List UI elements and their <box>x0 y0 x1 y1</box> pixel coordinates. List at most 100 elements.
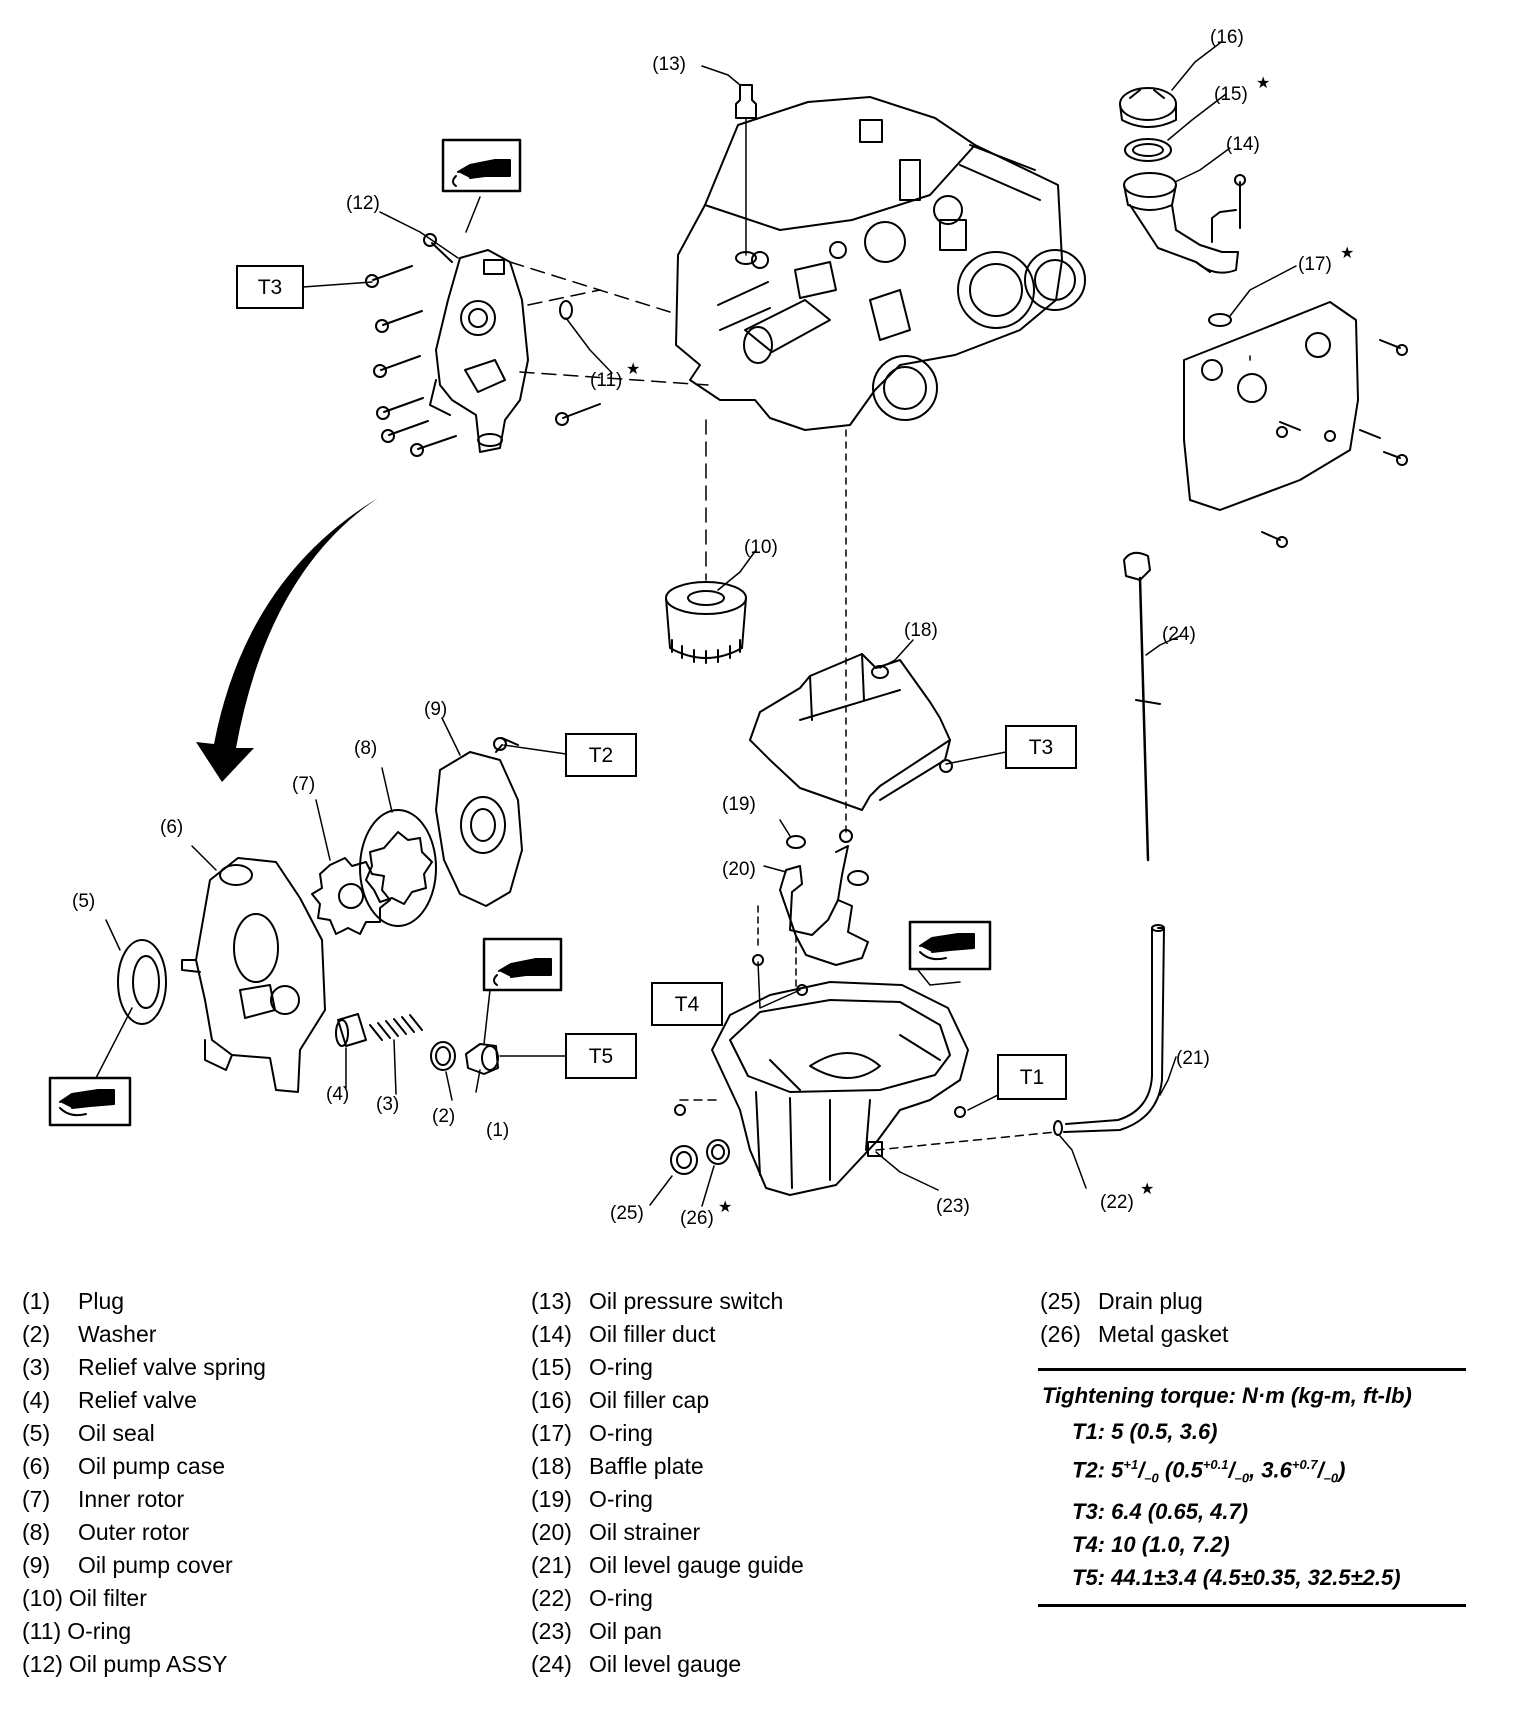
legend-item: (21) Oil level gauge guide <box>531 1549 804 1582</box>
legend-item: (6) Oil pump case <box>22 1450 266 1483</box>
oil-filter-drawing <box>665 419 747 664</box>
legend-number: (14) <box>531 1321 572 1347</box>
legend-number: (26) <box>1040 1321 1081 1347</box>
t2-mid2: , 3.6 <box>1249 1457 1292 1483</box>
legend-number: (22) <box>531 1585 572 1611</box>
torque-row-t5: T5: 44.1±3.4 (4.5±0.35, 32.5±2.5) <box>1072 1564 1401 1590</box>
legend-item: (14) Oil filler duct <box>531 1318 804 1351</box>
direction-arrow <box>196 498 378 782</box>
tightening-torque-table: Tightening torque: N·m (kg-m, ft-lb) T1:… <box>1038 1368 1466 1607</box>
callout-21: (21) <box>1176 1048 1210 1069</box>
callout-17: (17) <box>1298 254 1332 275</box>
legend-number: (2) <box>22 1321 51 1347</box>
legend-label: Oil filler cap <box>589 1387 710 1413</box>
legend-label: Relief valve spring <box>78 1354 266 1380</box>
legend-number: (1) <box>22 1288 51 1314</box>
callout-5: (5) <box>72 891 95 912</box>
o-ring-19-drawing <box>786 835 806 849</box>
callout-22: (22) <box>1100 1192 1134 1213</box>
grease-icon-plug <box>482 937 563 992</box>
callout-8: (8) <box>354 738 377 759</box>
legend-item: (4)Relief valve <box>22 1384 266 1417</box>
legend-item: (18)Baffle plate <box>531 1450 804 1483</box>
legend-number: (8) <box>22 1519 51 1545</box>
torque-row-t1: T1: 5 (0.5, 3.6) <box>1072 1419 1218 1444</box>
legend-number: (4) <box>22 1387 51 1413</box>
torque-box-t2: T2 <box>565 733 637 777</box>
baffle-plate-drawing <box>749 429 953 843</box>
legend-label: Oil pump cover <box>78 1552 233 1578</box>
legend-number: (25) <box>1040 1288 1081 1314</box>
legend-label: Baffle plate <box>589 1453 704 1479</box>
drain-plug-drawing <box>670 1145 698 1175</box>
legend-number: (11) <box>22 1618 62 1644</box>
t2-end: ) <box>1338 1457 1346 1483</box>
engine-cover-drawing <box>1183 209 1408 548</box>
callout-10: (10) <box>744 537 778 558</box>
torque-box-t1: T1 <box>997 1054 1067 1100</box>
callout-11-star: ★ <box>626 361 640 378</box>
torque-label-t1: T1 <box>1020 1066 1045 1089</box>
torque-row-t4: T4: 10 (1.0, 7.2) <box>1072 1531 1230 1557</box>
legend-item: (10)Oil filter <box>22 1582 266 1615</box>
legend-item: (23)Oil pan <box>531 1615 804 1648</box>
legend-item: (1)Plug <box>22 1285 266 1318</box>
legend-item: (25) Drain plug <box>1040 1285 1228 1318</box>
legend-item: (12)Oil pump ASSY <box>22 1648 266 1681</box>
legend-label: O-ring <box>589 1486 653 1512</box>
legend-label: Oil filler duct <box>589 1321 716 1347</box>
parts-legend-column-1: (1)Plug (2)Washer (3)Relief valve spring… <box>22 1285 266 1681</box>
legend-item: (19)O-ring <box>531 1483 804 1516</box>
callout-22-star: ★ <box>1140 1181 1154 1198</box>
legend-label: Oil pan <box>589 1618 662 1644</box>
callout-18: (18) <box>904 620 938 641</box>
legend-number: (17) <box>531 1420 572 1446</box>
legend-item: (7) Inner rotor <box>22 1483 266 1516</box>
legend-number: (16) <box>531 1387 572 1413</box>
parts-legend-column-3: (25) Drain plug (26)Metal gasket <box>1040 1285 1228 1351</box>
legend-label: Oil level gauge <box>589 1651 742 1677</box>
oil-pressure-switch-drawing <box>735 84 757 265</box>
torque-label-t3-pump: T3 <box>258 276 283 299</box>
torque-box-t5: T5 <box>565 1033 637 1079</box>
legend-label: Oil seal <box>78 1420 155 1446</box>
callout-26: (26) <box>680 1208 714 1229</box>
t2-sub-a: –0 <box>1144 1470 1159 1486</box>
o-ring-15-drawing <box>1124 138 1172 162</box>
callout-25: (25) <box>610 1203 644 1224</box>
legend-item: (26)Metal gasket <box>1040 1318 1228 1351</box>
legend-number: (21) <box>531 1552 572 1578</box>
divider <box>1038 1368 1466 1371</box>
legend-item: (17) O-ring <box>531 1417 804 1450</box>
callout-3: (3) <box>376 1094 399 1115</box>
cylinder-block-drawing <box>675 96 1086 431</box>
legend-item: (24)Oil level gauge <box>531 1648 804 1681</box>
legend-label: Outer rotor <box>78 1519 190 1545</box>
callout-19: (19) <box>722 794 756 815</box>
legend-number: (7) <box>22 1486 51 1512</box>
oil-pump-assy-drawing <box>429 249 709 453</box>
legend-item: (5)Oil seal <box>22 1417 266 1450</box>
legend-label: Drain plug <box>1098 1288 1203 1314</box>
callout-15: (15) <box>1214 84 1248 105</box>
callout-23: (23) <box>936 1196 970 1217</box>
legend-number: (20) <box>531 1519 572 1545</box>
t2-label: T2: 5 <box>1072 1457 1124 1483</box>
callout-13: (13) <box>652 54 686 75</box>
t2-sup-c: +0.7 <box>1291 1457 1318 1472</box>
torque-box-t3-baffle: T3 <box>1005 725 1077 769</box>
torque-label-t5: T5 <box>589 1045 614 1068</box>
legend-label: Inner rotor <box>78 1486 185 1512</box>
legend-label: Oil pump case <box>78 1453 226 1479</box>
legend-label: Oil level gauge guide <box>589 1552 804 1578</box>
torque-label-t4: T4 <box>675 993 700 1016</box>
legend-label: Oil pump ASSY <box>68 1651 228 1677</box>
callout-4: (4) <box>326 1084 349 1105</box>
legend-label: O-ring <box>589 1420 653 1446</box>
pump-bolts-drawing <box>365 233 601 457</box>
oil-pan-drawing <box>674 981 1057 1196</box>
legend-label: O-ring <box>67 1618 132 1644</box>
t2-sup-a: +1 <box>1123 1457 1139 1472</box>
oil-filler-cap-drawing <box>1119 87 1177 128</box>
legend-number: (6) <box>22 1453 51 1479</box>
